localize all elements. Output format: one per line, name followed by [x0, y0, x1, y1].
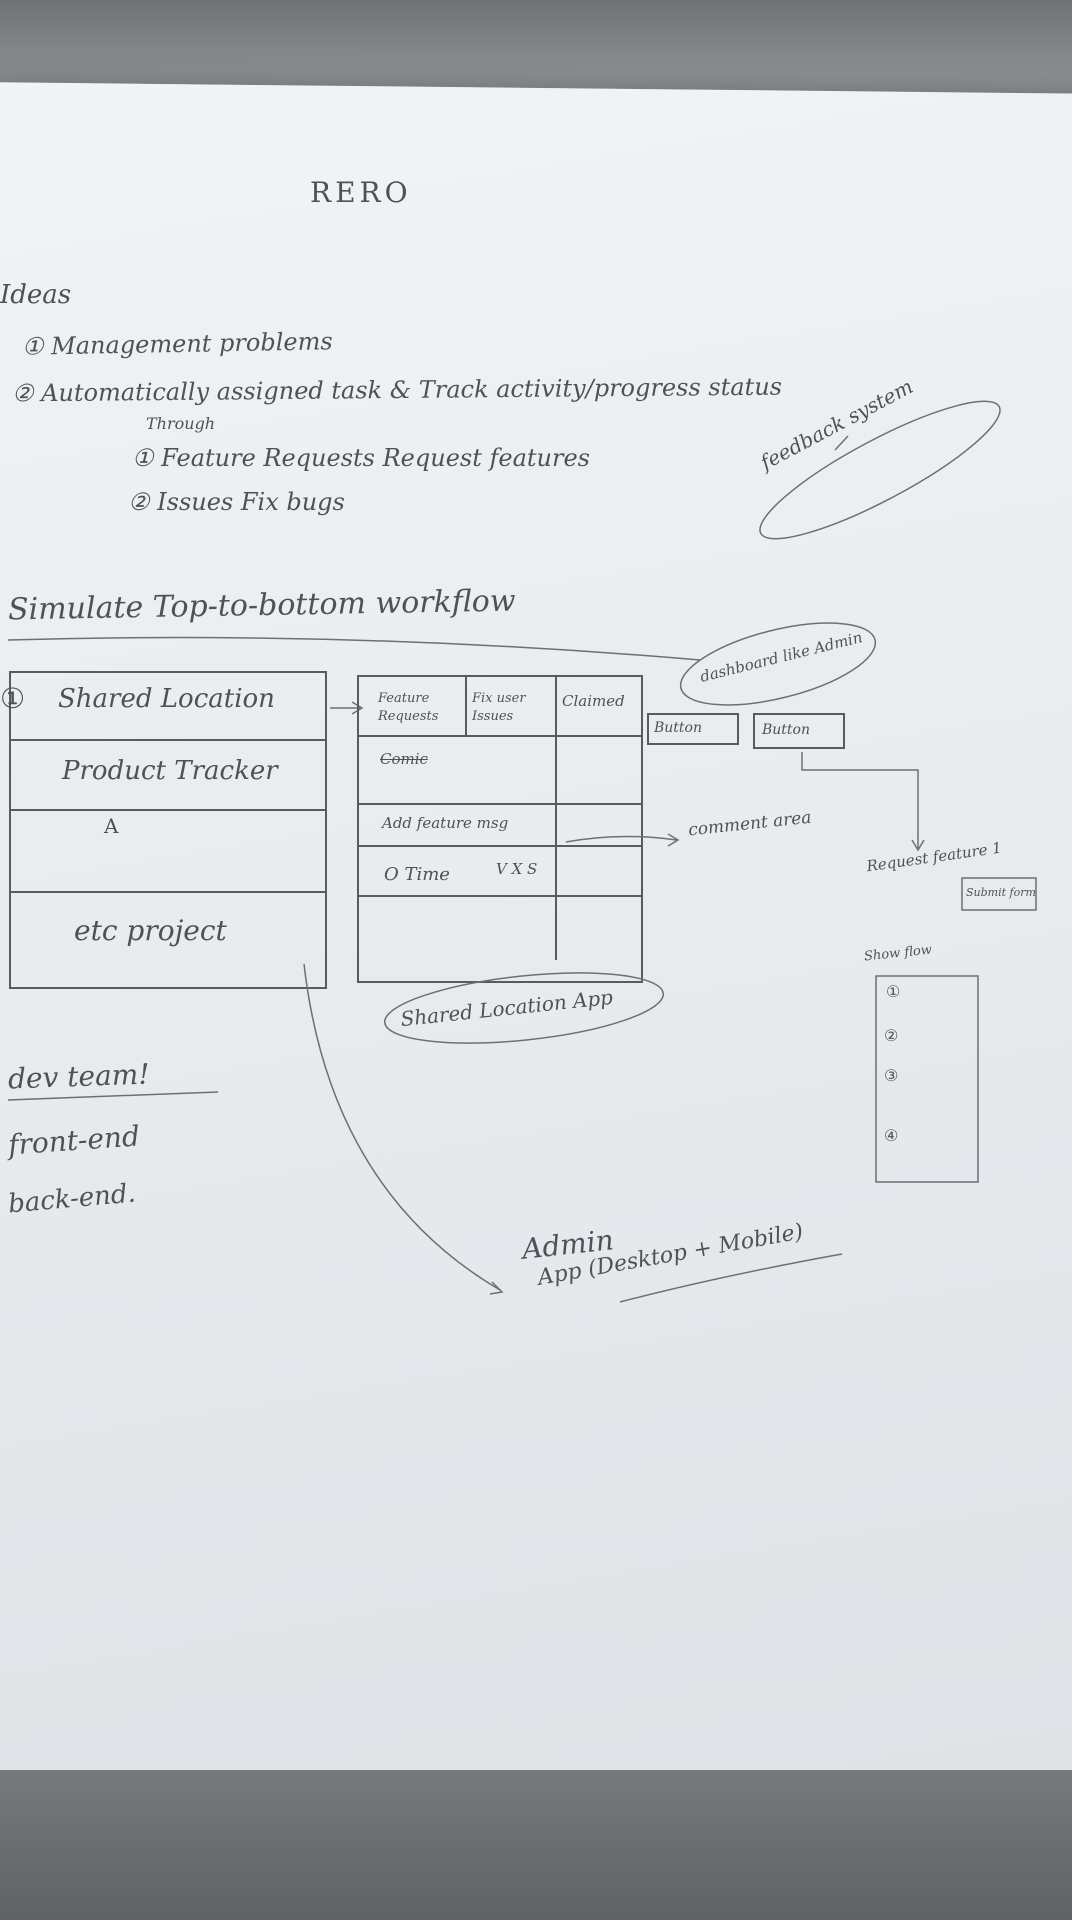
center-table-box	[357, 675, 643, 983]
app-bubble	[383, 972, 665, 1044]
flow-list-box	[875, 975, 979, 1183]
request-box	[961, 877, 1037, 911]
table-surface	[0, 1770, 1072, 1920]
flow-item-2: ②	[884, 1026, 899, 1045]
left-list-item-1: Shared Location	[58, 684, 275, 714]
button-1-box	[647, 713, 739, 745]
admin-underline	[619, 1253, 843, 1303]
table-header-1: Feature Requests	[378, 691, 439, 724]
button-2-label: Button	[762, 722, 811, 738]
flow-item-1: ①	[886, 982, 901, 1001]
workflow-step-number: ①	[0, 682, 26, 715]
feedback-pointer	[834, 435, 849, 451]
left-list-box	[9, 671, 327, 989]
arrow-to-request	[801, 752, 919, 848]
dashboard-bubble	[679, 622, 877, 706]
team-underline	[7, 1091, 219, 1101]
page-title: RERO	[310, 176, 412, 209]
button-2-box	[753, 713, 845, 749]
idea-sub-item-2: ② Issues Fix bugs	[128, 488, 345, 516]
idea-item-1: ① Management problems	[21, 327, 333, 361]
table-row-3: O Time	[384, 864, 450, 885]
table-header-2: Fix user Issues	[472, 691, 526, 724]
ideas-heading: Ideas	[0, 280, 72, 310]
ideas-sub-label: Through	[146, 414, 216, 433]
left-list-item-4: etc project	[74, 914, 227, 947]
table-header-3: Claimed	[562, 692, 625, 710]
workflow-underline	[7, 636, 701, 661]
flow-item-3: ③	[884, 1066, 899, 1085]
arrow-to-admin	[303, 963, 501, 1291]
request-box-label: Submit form	[966, 886, 1036, 899]
flow-item-4: ④	[884, 1126, 899, 1145]
arrow-to-comment	[565, 835, 677, 843]
idea-sub-item-1: ① Feature Requests Request features	[132, 444, 590, 472]
feedback-bubble	[759, 400, 1001, 540]
table-row-4: V X S	[496, 860, 538, 878]
left-list-item-3: A	[104, 814, 119, 838]
table-row-2: Add feature msg	[382, 814, 509, 832]
button-1-label: Button	[654, 720, 703, 736]
left-list-item-2: Product Tracker	[62, 756, 278, 786]
team-heading: dev team!	[7, 1057, 151, 1096]
table-row-1: Comic	[380, 750, 428, 768]
